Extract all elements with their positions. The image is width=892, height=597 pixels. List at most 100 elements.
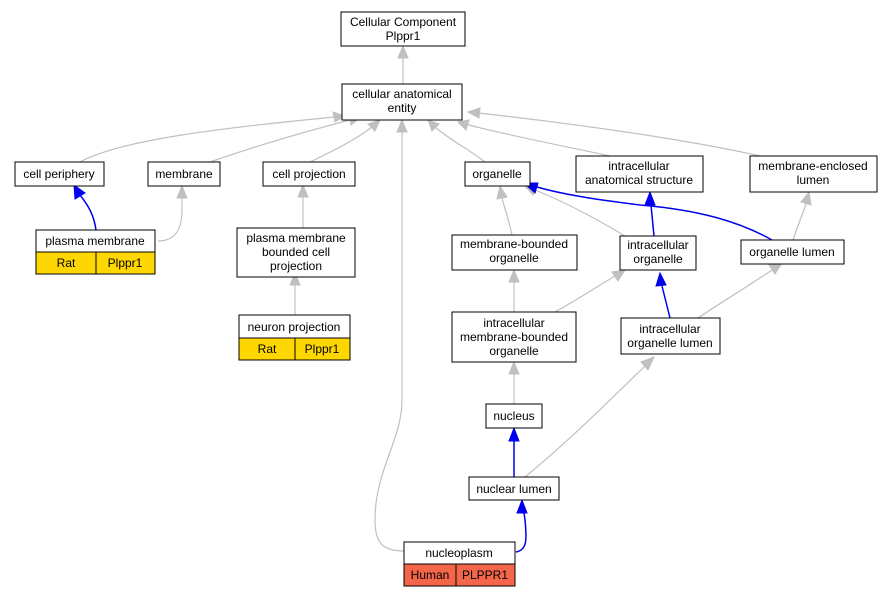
arrowhead	[640, 356, 655, 371]
arrowhead	[397, 44, 409, 59]
node-cellular-component[interactable]: Cellular Component Plppr1	[340, 11, 466, 47]
node-cellular-anatomical-entity[interactable]: cellular anatomical entity	[341, 83, 463, 121]
node-membrane-bounded-organelle[interactable]: membrane-bounded organelle	[451, 234, 578, 271]
node-label: cellular anatomical	[352, 87, 451, 101]
node-intracellular-organelle[interactable]: intracellular organelle	[619, 235, 697, 271]
edge-cell-projection-to-cae	[309, 126, 373, 163]
node-neuron-projection[interactable]: neuron projection Rat Plppr1	[238, 314, 351, 361]
arrowhead	[289, 271, 301, 286]
arrowhead	[516, 498, 528, 514]
edge-ol-part-of-organelle	[536, 186, 773, 241]
arrowhead	[508, 360, 520, 375]
node-label: lumen	[797, 173, 830, 187]
node-label: organelle lumen	[627, 336, 712, 350]
node-label: plasma membrane	[246, 231, 346, 245]
edge-mbo-to-organelle	[501, 197, 513, 236]
arrowhead	[73, 183, 86, 200]
edge-io-to-organelle	[534, 189, 626, 237]
edge-iol-part-of-io	[661, 285, 671, 319]
node-nucleus[interactable]: nucleus	[485, 403, 543, 429]
edge-pm-to-membrane	[157, 198, 183, 242]
edge-ol-to-mel	[792, 203, 807, 241]
node-label: anatomical structure	[585, 173, 693, 187]
node-label: intracellular	[639, 322, 700, 336]
annotation-gene-cell	[95, 251, 156, 275]
node-plasma-membrane-bounded-cell-projection[interactable]: plasma membrane bounded cell projection	[236, 227, 356, 278]
arrowhead	[768, 262, 784, 275]
node-nucleoplasm[interactable]: nucleoplasm Human PLPPR1	[403, 541, 516, 587]
edge-mel-to-cae	[477, 112, 761, 157]
node-label: intracellular	[483, 316, 544, 330]
edge-nucleoplasm-to-cae	[374, 132, 405, 552]
node-label: neuron projection	[248, 320, 341, 334]
node-label: organelle	[633, 252, 683, 266]
annotation-gene: Plppr1	[305, 342, 340, 356]
edge-organelle-to-cae	[434, 126, 486, 163]
arrowhead	[396, 118, 408, 133]
node-label: membrane-bounded	[460, 330, 568, 344]
node-label: entity	[388, 101, 417, 115]
arrowhead	[800, 190, 812, 206]
annotation-gene: PLPPR1	[462, 568, 508, 582]
annotation-species: Rat	[57, 256, 76, 270]
node-intracellular-organelle-lumen[interactable]: intracellular organelle lumen	[620, 317, 721, 355]
node-label: membrane	[155, 167, 213, 181]
arrowhead	[297, 183, 309, 198]
node-intracellular-anatomical-structure[interactable]: intracellular anatomical structure	[575, 155, 704, 193]
annotation-species: Rat	[258, 342, 277, 356]
arrowhead	[611, 269, 627, 282]
node-label: organelle	[489, 344, 539, 358]
arrowhead	[176, 184, 188, 199]
arrowhead	[644, 190, 656, 206]
node-nuclear-lumen[interactable]: nuclear lumen	[468, 476, 560, 501]
edge-pm-part-of-cell-periphery	[79, 194, 97, 231]
edge-ias-to-cae	[464, 123, 611, 157]
node-label: nucleoplasm	[425, 546, 492, 560]
arrowhead	[466, 107, 481, 119]
node-label: cell projection	[272, 167, 345, 181]
node-label: organelle	[489, 251, 539, 265]
part-of-arrowheads	[73, 182, 667, 514]
edge-cell-periphery-to-cae	[79, 116, 336, 163]
arrowhead	[367, 119, 381, 132]
node-label: membrane-enclosed	[758, 159, 867, 173]
edge-io-part-of-ias	[650, 204, 655, 237]
node-cell-projection[interactable]: cell projection	[262, 161, 356, 187]
arrowhead	[496, 184, 508, 200]
node-intracellular-membrane-bounded-organelle[interactable]: intracellular membrane-bounded organelle	[451, 311, 577, 363]
node-label: plasma membrane	[45, 234, 145, 248]
node-plasma-membrane[interactable]: plasma membrane Rat Plppr1	[35, 229, 156, 275]
arrowhead	[456, 119, 470, 131]
arrowhead	[655, 271, 667, 287]
node-label: intracellular	[608, 159, 669, 173]
node-label: Plppr1	[386, 29, 421, 43]
node-membrane-enclosed-lumen[interactable]: membrane-enclosed lumen	[749, 155, 878, 193]
annotation-gene: Plppr1	[108, 256, 143, 270]
annotation-species: Human	[411, 568, 450, 582]
node-label: projection	[270, 259, 322, 273]
edge-imbo-to-io	[554, 275, 616, 313]
node-label: Cellular Component	[350, 15, 457, 29]
part-of-edges	[79, 186, 773, 553]
node-membrane[interactable]: membrane	[147, 161, 221, 187]
node-label: nuclear lumen	[476, 482, 551, 496]
node-organelle-lumen[interactable]: organelle lumen	[740, 239, 845, 265]
annotation-gene-cell	[455, 563, 516, 587]
node-label: membrane-bounded	[460, 237, 568, 251]
arrowhead	[508, 268, 520, 283]
node-label: organelle lumen	[749, 245, 834, 259]
edge-nl-to-iol	[524, 365, 646, 478]
edge-iol-to-ol	[694, 269, 773, 321]
node-label: organelle	[472, 167, 522, 181]
node-cell-periphery[interactable]: cell periphery	[14, 161, 105, 187]
annotation-gene-cell	[294, 337, 351, 361]
node-label: intracellular	[627, 238, 688, 252]
edge-membrane-to-cae	[209, 119, 351, 163]
edge-nucleoplasm-part-of-nl	[515, 509, 527, 553]
is-a-edges	[79, 58, 807, 552]
node-organelle[interactable]: organelle	[464, 161, 531, 187]
arrowhead	[427, 119, 440, 132]
node-label: bounded cell	[262, 245, 330, 259]
node-label: cell periphery	[23, 167, 94, 181]
